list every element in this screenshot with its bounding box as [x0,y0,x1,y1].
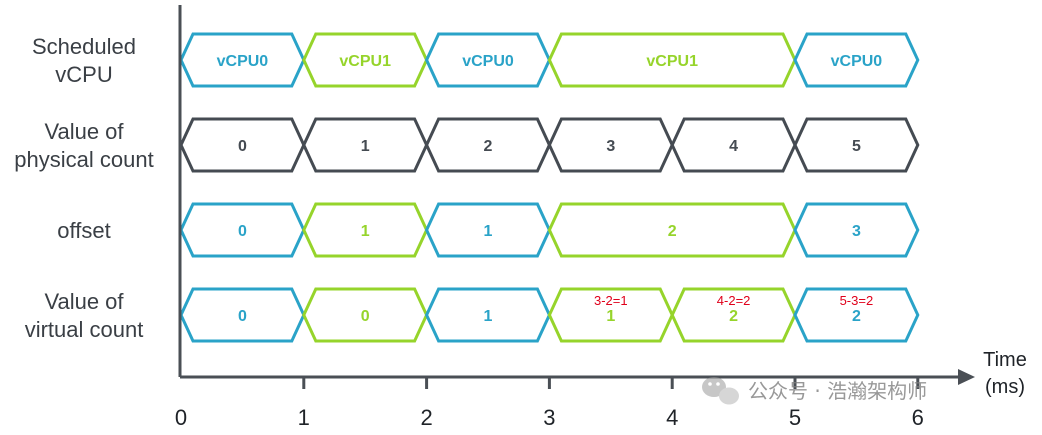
cell-value: 1 [484,308,493,325]
tick-label: 3 [543,405,555,430]
axis-title: Time (ms) [983,349,1027,398]
row-label-line: virtual count [25,317,144,342]
cell-value: vCPU0 [462,53,514,70]
cell-value: 1 [361,223,370,240]
watermark-text: 公众号 · 浩瀚架构师 [748,379,927,403]
cell-value: vCPU0 [831,53,883,70]
cell-value: 2 [668,223,677,240]
row-labels: Scheduled vCPU Value of physical count offse… [14,34,153,342]
cell-value: 2 [852,308,861,325]
cell-value: vCPU1 [646,53,698,70]
tick-label: 6 [912,405,924,430]
timeline-cell [793,202,920,258]
row-label-line: offset [57,218,110,243]
tick-label: 5 [789,405,801,430]
cell-value: 0 [238,223,247,240]
cell-value: 1 [606,308,615,325]
row-label: offset [57,218,110,243]
cell-value: 4 [729,138,738,155]
timeline-cell [793,117,920,173]
x-axis-arrow-icon [958,369,975,385]
row-label: Scheduled vCPU [32,34,136,87]
timeline-cell [793,32,920,88]
timeline-cells: vCPU0 vCPU1 vCPU0 vCPU1 vCPU0 0 1 2 3 4 5 0 1 1 2 3 0 0 1 1… [179,32,920,343]
axis-title-line: Time [983,349,1027,371]
timeline-cell [793,287,920,343]
cell-value: 1 [484,223,493,240]
cell-value: vCPU0 [217,53,269,70]
tick-label: 1 [298,405,310,430]
cell-value: 2 [484,138,493,155]
tick-label: 4 [666,405,678,430]
wechat-icon [702,377,739,405]
row-label-line: Value of [44,289,124,314]
row-label: Value of physical count [14,119,153,172]
cell-value: 0 [238,308,247,325]
cell-value: 0 [361,308,370,325]
cell-value: 5 [852,138,861,155]
row-label-line: Scheduled [32,34,136,59]
watermark: 公众号 · 浩瀚架构师 [702,377,927,405]
row-label-line: Value of [44,119,124,144]
cell-value: 2 [729,308,738,325]
time-axis: 0 1 2 3 4 5 6 Time (ms) [175,5,1027,430]
row-label-line: vCPU [55,62,112,87]
tick-label: 0 [175,405,187,430]
axis-title-line: (ms) [985,376,1025,398]
cell-value: vCPU1 [339,53,391,70]
cell-value: 1 [361,138,370,155]
cell-annotation: 4-2=2 [717,293,751,308]
row-label: Value of virtual count [25,289,144,342]
tick-label: 2 [420,405,432,430]
cell-value: 3 [606,138,615,155]
cell-value: 3 [852,223,861,240]
cell-value: 0 [238,138,247,155]
cell-annotation: 3-2=1 [594,293,628,308]
cell-annotation: 5-3=2 [840,293,874,308]
row-label-line: physical count [14,147,153,172]
